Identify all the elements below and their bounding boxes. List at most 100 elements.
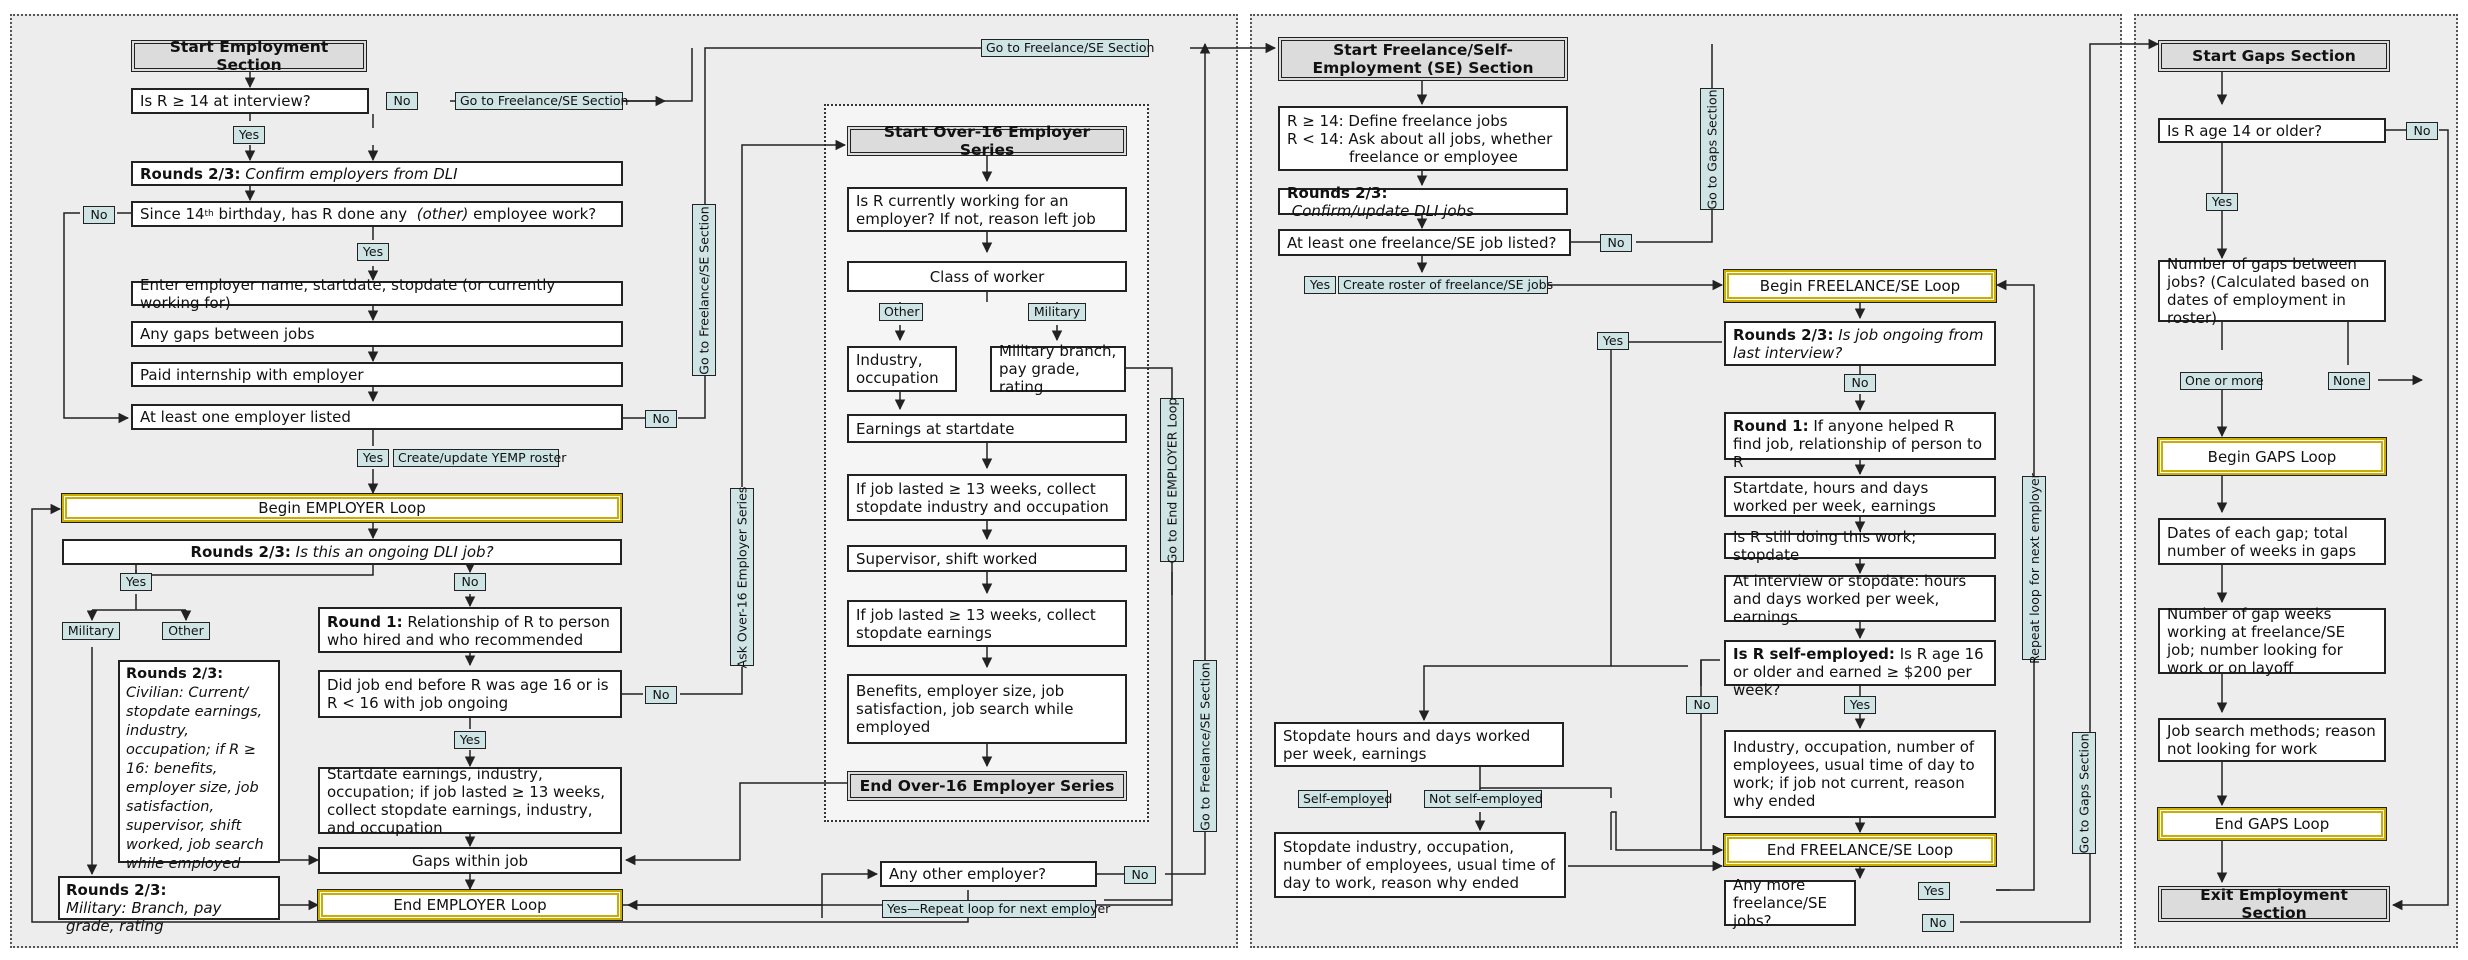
gaps-panel <box>2134 14 2458 948</box>
fl-confirm-text: Confirm/update DLI jobs <box>1287 201 1474 220</box>
tag-yes: Yes <box>120 573 152 591</box>
since14-c: employee work? <box>468 205 597 223</box>
lasted-13-weeks-earnings: If job lasted ≥ 13 weeks, collect stopda… <box>847 600 1127 647</box>
go-end-employer-loop-tag: Go to End EMPLOYER Loop <box>1160 397 1184 563</box>
gaps-within-job: Gaps within job <box>318 847 622 874</box>
tag-not-self-employed: Not self-employed <box>1424 790 1543 808</box>
rounds-military-details: Rounds 2/3:Military: Branch, pay grade, … <box>58 876 280 935</box>
rounds-confirm-dli-jobs: Rounds 2/3: Confirm/update DLI jobs <box>1278 184 1568 220</box>
ongoing-freelance-job: Rounds 2/3: Is job ongoing from last int… <box>1724 321 1996 366</box>
round1-relationship: Round 1: Relationship of R to person who… <box>318 607 622 653</box>
tag-no: No <box>1686 696 1718 714</box>
tag-no: No <box>454 573 486 591</box>
tag-no: No <box>83 206 115 224</box>
ask-over16-vertical-tag: Ask Over-16 Employer Series <box>730 486 754 668</box>
tag-yes: Yes <box>1304 276 1336 294</box>
stopdate-hours-days: Stopdate hours and days worked per week,… <box>1274 722 1564 767</box>
gap-weeks-working: Number of gap weeks working at freelance… <box>2158 605 2386 677</box>
tag-yes: Yes <box>357 243 389 261</box>
round1-text: Relationship of R to person who hired an… <box>327 613 615 649</box>
benefits-satisfaction: Benefits, employer size, job satisfactio… <box>847 674 1127 744</box>
tag-self-employed: Self-employed <box>1298 790 1392 808</box>
any-more-freelance-jobs: Any more freelance/SE jobs? <box>1724 876 1856 930</box>
tag-yes: Yes <box>454 731 486 749</box>
start-over16-series: Start Over-16 Employer Series <box>847 123 1127 159</box>
define-line-c: freelance or employee <box>1349 148 1518 166</box>
tag-no: No <box>645 686 677 704</box>
tag-yes: Yes <box>2206 193 2238 211</box>
any-other-employer: Any other employer? <box>880 861 1097 887</box>
start-freelance-section: Start Freelance/Self-Employment (SE) Sec… <box>1278 37 1568 81</box>
begin-gaps-loop: Begin GAPS Loop <box>2157 437 2387 476</box>
go-freelance-vertical-tag-2: Go to Freelance/SE Section <box>1193 660 1217 832</box>
go-freelance-vertical-tag: Go to Freelance/SE Section <box>692 204 716 376</box>
tag-no: No <box>1844 374 1876 392</box>
end-gaps-loop: End GAPS Loop <box>2157 807 2387 841</box>
ongoing-lead: Rounds 2/3: <box>190 543 291 561</box>
dates-of-each-gap: Dates of each gap; total number of weeks… <box>2158 518 2386 565</box>
end-freelance-loop: End FREELANCE/SE Loop <box>1723 833 1997 867</box>
fl-ongoing-text: Is job ongoing from last interview? <box>1733 326 1989 362</box>
fl-round1-lead: Round 1: <box>1733 417 1809 435</box>
at-least-one-freelance: At least one freelance/SE job listed? <box>1278 229 1571 256</box>
supervisor-shift: Supervisor, shift worked <box>847 545 1127 572</box>
tag-no: No <box>1124 866 1156 884</box>
military-text: Military: Branch, pay grade, rating <box>66 899 222 935</box>
tag-yes: Yes <box>1844 696 1876 714</box>
define-line-a: R ≥ 14: Define freelance jobs <box>1287 112 1508 130</box>
tag-yes: Yes <box>1918 882 1950 900</box>
class-of-worker: Class of worker <box>847 261 1127 292</box>
end-employer-loop: End EMPLOYER Loop <box>317 889 623 921</box>
question-r-age-14: Is R ≥ 14 at interview? <box>131 88 369 114</box>
ongoing-text: Is this an ongoing DLI job? <box>290 543 494 561</box>
round1-helped-find-job: Round 1: If anyone helped R find job, re… <box>1724 412 1996 471</box>
rounds-civilian-details: Rounds 2/3: Civilian: Current/ stopdate e… <box>118 660 280 872</box>
since14-other: (other) <box>416 205 469 223</box>
tag-other: Other <box>879 303 923 321</box>
industry-occupation: Industry, occupation <box>847 346 957 392</box>
go-gaps-vertical-tag: Go to Gaps Section <box>1700 88 1724 210</box>
ongoing-dli-job-question: Rounds 2/3: Is this an ongoing DLI job? <box>62 539 622 565</box>
define-line-b: R < 14: Ask about all jobs, whether <box>1287 130 1553 148</box>
fl-round1-text: If anyone helped R find job, relationshi… <box>1733 417 1987 471</box>
paid-internship: Paid internship with employer <box>131 362 623 387</box>
tag-create-freelance-roster: Create roster of freelance/SE jobs <box>1338 276 1553 294</box>
at-least-one-employer: At least one employer listed <box>131 404 623 430</box>
number-of-gaps: Number of gaps between jobs? (Calculated… <box>2158 255 2386 327</box>
gaps-between-jobs: Any gaps between jobs <box>131 321 623 347</box>
currently-working-question: Is R currently working for an employer? … <box>847 187 1127 232</box>
tag-one-or-more: One or more <box>2180 372 2264 390</box>
startdate-hours: Startdate, hours and days worked per wee… <box>1724 476 1996 517</box>
stopdate-industry-occupation: Stopdate industry, occupation, number of… <box>1274 832 1566 898</box>
end-over16-series: End Over-16 Employer Series <box>847 771 1127 801</box>
tag-other: Other <box>162 622 210 640</box>
industry-employees-time: Industry, occupation, number of employee… <box>1724 730 1996 818</box>
tag-no: No <box>386 92 418 110</box>
tag-none: None <box>2328 372 2370 390</box>
begin-freelance-loop: Begin FREELANCE/SE Loop <box>1723 269 1997 303</box>
self-emp-text: Is R age 16 or older and earned ≥ $200 p… <box>1733 645 1989 699</box>
tag-no: No <box>645 410 677 428</box>
civilian-lead: Rounds 2/3: <box>126 666 224 682</box>
civilian-text: Civilian: Current/ stopdate earnings, in… <box>126 685 264 872</box>
self-emp-lead: Is R self-employed: <box>1733 645 1895 663</box>
military-lead: Rounds 2/3: <box>66 881 167 899</box>
tag-no: No <box>1600 234 1632 252</box>
tag-go-freelance-top: Go to Freelance/SE Section <box>981 39 1154 57</box>
tag-military: Military <box>62 622 120 640</box>
job-end-before-16: Did job end before R was age 16 or is R … <box>318 670 622 718</box>
start-employment-section: Start Employment Section <box>131 38 367 74</box>
still-doing-work: Is R still doing this work; stopdate <box>1724 528 1996 564</box>
fl-ongoing-lead: Rounds 2/3: <box>1733 326 1834 344</box>
tag-yes: Yes <box>233 126 265 144</box>
begin-employer-loop: Begin EMPLOYER Loop <box>61 493 623 523</box>
at-interview-hours: At interview or stopdate: hours and days… <box>1724 572 1996 626</box>
exit-employment-section: Exit Employment Section <box>2158 886 2390 922</box>
age-14-or-older: Is R age 14 or older? <box>2158 118 2386 143</box>
since14-a: Since 14 <box>140 205 205 223</box>
enter-employer-details: Enter employer name, startdate, stopdate… <box>131 276 623 312</box>
since14-sup: th <box>204 209 214 219</box>
